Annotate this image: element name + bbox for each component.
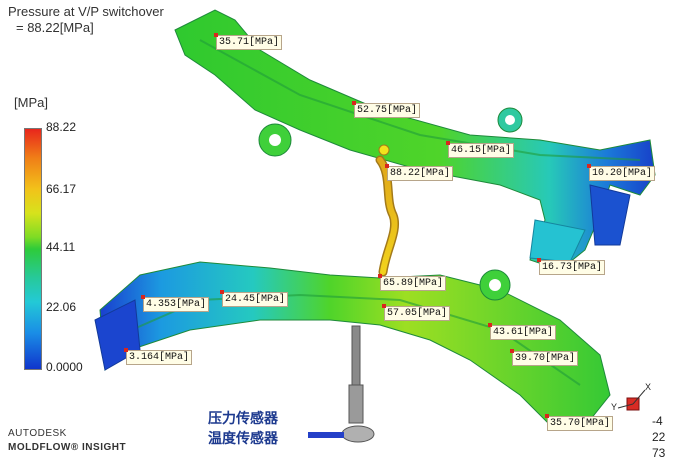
upper-part: [174, 9, 656, 271]
probe-label: 46.15[MPa]: [448, 143, 515, 158]
probe-marker: [352, 101, 356, 105]
probe-label: 88.22[MPa]: [387, 166, 454, 181]
temperature-sensor-label: 温度传感器: [208, 430, 278, 446]
probe-label: 65.89[MPa]: [380, 276, 447, 291]
legend-tick-3: 44.11: [46, 240, 76, 254]
probe-label: 24.45[MPa]: [222, 292, 289, 307]
probe-label: 39.70[MPa]: [512, 351, 579, 366]
legend-tick-max: 88.22: [46, 120, 77, 134]
probe-marker: [124, 348, 128, 352]
probe-label: 57.05[MPa]: [384, 306, 451, 321]
probe-marker: [220, 290, 224, 294]
pressure-sensor-label: 压力传感器: [208, 410, 278, 426]
axis-x-label: X: [645, 382, 652, 392]
result-title-line1: Pressure at V/P switchover: [8, 4, 164, 19]
probe-marker: [385, 164, 389, 168]
probe-marker: [488, 323, 492, 327]
probe-label: 35.71[MPa]: [216, 35, 283, 50]
result-title-line2: = 88.22[MPa]: [16, 20, 94, 35]
legend-tick-min: 0.0000: [46, 360, 83, 374]
brand-product: MOLDFLOW® INSIGHT: [8, 442, 127, 453]
probe-marker: [382, 304, 386, 308]
probe-marker: [587, 164, 591, 168]
probe-label: 4.353[MPa]: [143, 297, 210, 312]
probe-label: 52.75[MPa]: [354, 103, 421, 118]
legend-unit: [MPa]: [14, 95, 48, 110]
probe-marker: [537, 258, 541, 262]
view-rotation-x: -4: [652, 414, 663, 428]
probe-label: 43.61[MPa]: [490, 325, 557, 340]
probe-marker: [446, 141, 450, 145]
runner: [375, 144, 399, 277]
color-legend-bar: [24, 128, 42, 370]
probe-label: 16.73[MPa]: [539, 260, 606, 275]
probe-label: 35.70[MPa]: [547, 416, 614, 431]
view-rotation-z: 73: [652, 446, 666, 460]
result-title: Pressure at V/P switchover = 88.22[MPa]: [8, 4, 164, 36]
axis-y-label: Y: [611, 402, 618, 412]
brand-company: AUTODESK: [8, 428, 67, 439]
probe-marker: [378, 274, 382, 278]
probe-label: 3.164[MPa]: [126, 350, 193, 365]
axis-triad: [617, 389, 646, 411]
probe-marker: [141, 295, 145, 299]
probe-marker: [545, 414, 549, 418]
probe-marker: [214, 33, 218, 37]
legend-tick-2: 66.17: [46, 182, 77, 196]
sensor-pin: [308, 325, 375, 443]
probe-marker: [510, 349, 514, 353]
legend-tick-4: 22.06: [46, 300, 77, 314]
probe-label: 10.20[MPa]: [589, 166, 656, 181]
view-rotation-y: 22: [652, 430, 666, 444]
